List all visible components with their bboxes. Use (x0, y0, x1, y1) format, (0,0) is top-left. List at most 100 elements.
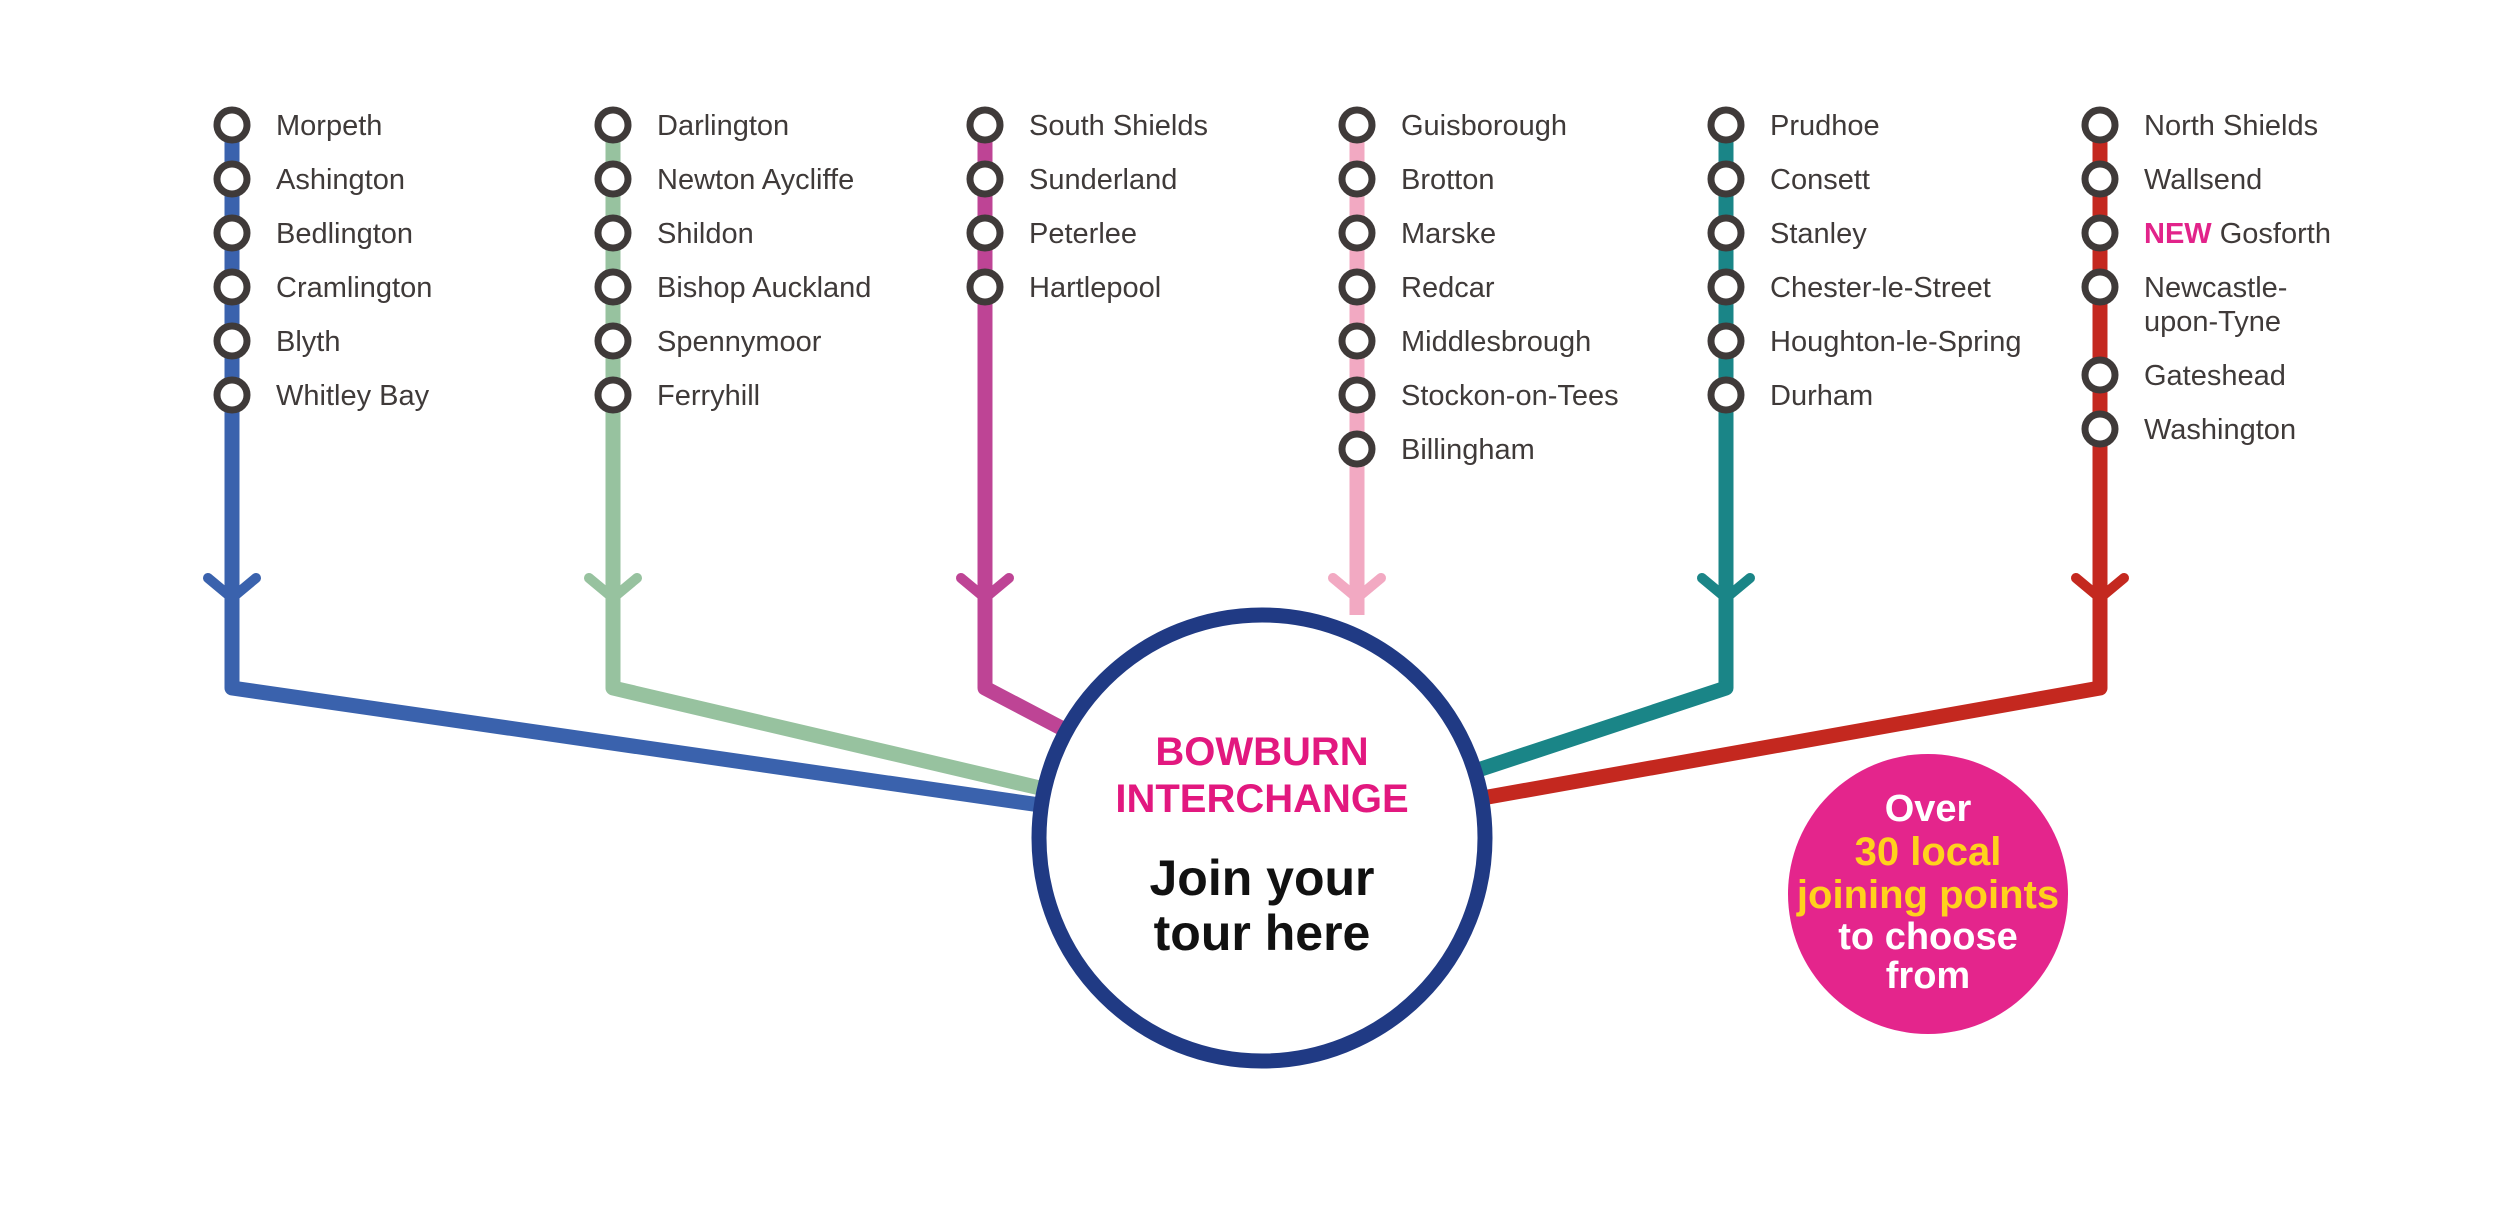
direction-arrow (2071, 573, 2129, 603)
stop-name: Sunderland (1029, 164, 1177, 196)
hub-connector (1475, 680, 1734, 778)
stop-marker (1707, 214, 1745, 252)
badge-line2: 30 local (1855, 830, 2002, 874)
stop-name: Prudhoe (1770, 110, 1880, 142)
stop-label: Blyth (276, 326, 340, 358)
route-line-magenta (956, 106, 1069, 737)
stop-marker (594, 106, 632, 144)
stop-marker (594, 376, 632, 414)
stop-name: Middlesbrough (1401, 326, 1591, 358)
stop-marker (2081, 356, 2119, 394)
direction-arrow (1328, 573, 1386, 603)
hub-title-line2: INTERCHANGE (1115, 777, 1408, 821)
stop-label: Washington (2144, 414, 2296, 446)
stop-label-continued: upon-Tyne (2144, 306, 2281, 338)
stop-label: Shildon (657, 218, 754, 250)
stop-label: Stockon-on-Tees (1401, 380, 1619, 412)
stop-label: Bishop Auckland (657, 272, 871, 304)
stop-marker (2081, 268, 2119, 306)
direction-arrow (956, 573, 1014, 603)
stop-marker (2081, 160, 2119, 198)
stop-label: Wallsend (2144, 164, 2262, 196)
stop-marker (1338, 160, 1376, 198)
stop-name: Wallsend (2144, 164, 2262, 196)
stop-name: Chester-le-Street (1770, 272, 1991, 304)
stop-label: Sunderland (1029, 164, 1177, 196)
stop-name: Stanley (1770, 218, 1867, 250)
stop-name: Peterlee (1029, 218, 1137, 250)
stop-label: Houghton-le-Spring (1770, 326, 2021, 358)
stop-name: Bedlington (276, 218, 413, 250)
stop-name: Gateshead (2144, 360, 2286, 392)
stop-marker (1707, 376, 1745, 414)
stop-label: Ferryhill (657, 380, 760, 412)
stop-name: South Shields (1029, 110, 1208, 142)
direction-arrow (584, 573, 642, 603)
badge-circle (1788, 754, 2068, 1034)
stop-label: Gateshead (2144, 360, 2286, 392)
hub-connector (1486, 680, 2108, 805)
hub-connector (224, 680, 1042, 813)
badge-line4: to choose (1838, 916, 2017, 958)
stop-marker (1338, 268, 1376, 306)
hub-ring (1031, 607, 1493, 1069)
stop-label: NEW Gosforth (2144, 218, 2331, 250)
badge-line3: joining points (1796, 873, 2059, 917)
stop-marker (966, 106, 1004, 144)
stop-prefix: NEW (2144, 218, 2212, 250)
stop-name: Washington (2144, 414, 2296, 446)
hub-cta-line2: tour here (1154, 905, 1371, 961)
route-line-pink (1328, 106, 1386, 615)
stop-marker (1338, 376, 1376, 414)
stop-marker (1338, 430, 1376, 468)
stop-marker (213, 268, 251, 306)
stop-name: Cramlington (276, 272, 432, 304)
stop-label: Middlesbrough (1401, 326, 1591, 358)
stop-marker (2081, 214, 2119, 252)
stop-name: Gosforth (2220, 218, 2331, 250)
stop-marker (966, 268, 1004, 306)
stop-marker (213, 214, 251, 252)
stop-name: Newcastle- (2144, 272, 2287, 304)
stop-name: Brotton (1401, 164, 1495, 196)
stop-labels: MorpethAshingtonBedlingtonCramlingtonBly… (276, 110, 2331, 466)
route-line-green (584, 106, 1042, 796)
stop-marker (1707, 268, 1745, 306)
stop-label: North Shields (2144, 110, 2318, 142)
stop-marker (1338, 322, 1376, 360)
stop-label: Newton Aycliffe (657, 164, 854, 196)
stop-label: Morpeth (276, 110, 382, 142)
stop-marker (1707, 322, 1745, 360)
stop-label: Durham (1770, 380, 1873, 412)
stop-marker (966, 160, 1004, 198)
stop-marker (2081, 410, 2119, 448)
stop-label: Prudhoe (1770, 110, 1880, 142)
stop-label: Brotton (1401, 164, 1495, 196)
stop-marker (966, 214, 1004, 252)
stop-marker (594, 160, 632, 198)
stop-label: Consett (1770, 164, 1870, 196)
stop-label: Marske (1401, 218, 1496, 250)
direction-arrow (1697, 573, 1755, 603)
stop-label: Redcar (1401, 272, 1495, 304)
stop-marker (594, 322, 632, 360)
stop-name: Bishop Auckland (657, 272, 871, 304)
hub-connector (605, 680, 1042, 796)
stop-marker (1338, 214, 1376, 252)
stop-name: Ashington (276, 164, 405, 196)
stop-name: Morpeth (276, 110, 382, 142)
stop-marker (2081, 106, 2119, 144)
stop-name: Marske (1401, 218, 1496, 250)
stop-label: Peterlee (1029, 218, 1137, 250)
stop-label: Bedlington (276, 218, 413, 250)
route-line-blue (203, 106, 1042, 813)
stop-name: Shildon (657, 218, 754, 250)
stop-marker (1338, 106, 1376, 144)
stop-name: Blyth (276, 326, 340, 358)
stop-name: Redcar (1401, 272, 1495, 304)
stop-name: Guisborough (1401, 110, 1567, 142)
stop-marker (213, 160, 251, 198)
stop-label: Guisborough (1401, 110, 1567, 142)
stop-label: Stanley (1770, 218, 1867, 250)
stop-marker (213, 322, 251, 360)
